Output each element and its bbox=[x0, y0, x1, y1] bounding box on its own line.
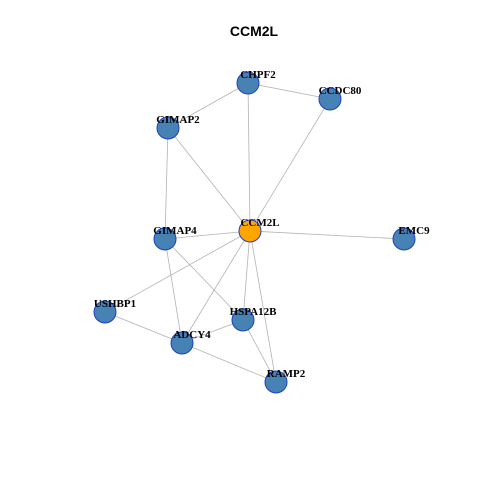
edge-gimap2-gimap4 bbox=[164, 127, 169, 240]
node-ushbp1[interactable] bbox=[93, 300, 117, 324]
diagram-title: CCM2L bbox=[230, 23, 279, 39]
node-label-ramp2: RAMP2 bbox=[267, 368, 306, 380]
edge-ccm2l-ramp2 bbox=[249, 230, 277, 383]
node-label-adcy4: ADCY4 bbox=[173, 329, 211, 341]
node-chpf2[interactable] bbox=[236, 71, 260, 95]
edge-gimap4-hspa12b bbox=[164, 238, 244, 321]
edge-ccdc80-ccm2l bbox=[249, 98, 331, 232]
node-adcy4[interactable] bbox=[170, 331, 194, 355]
edge-adcy4-ramp2 bbox=[181, 342, 277, 383]
node-label-chpf2: CHPF2 bbox=[240, 69, 276, 81]
nodes-layer bbox=[93, 71, 416, 394]
edge-chpf2-ccdc80 bbox=[247, 82, 331, 100]
edge-gimap4-adcy4 bbox=[164, 238, 183, 344]
node-hspa12b[interactable] bbox=[231, 308, 255, 332]
edge-ccm2l-emc9 bbox=[249, 230, 405, 240]
edge-ushbp1-adcy4 bbox=[104, 311, 183, 344]
node-label-ccm2l: CCM2L bbox=[240, 217, 279, 229]
edges-layer bbox=[104, 82, 405, 383]
node-label-hspa12b: HSPA12B bbox=[230, 306, 278, 318]
edge-gimap2-ccm2l bbox=[167, 127, 251, 232]
edge-ccm2l-adcy4 bbox=[181, 230, 251, 344]
node-label-gimap4: GIMAP4 bbox=[153, 225, 197, 237]
node-gimap4[interactable] bbox=[153, 227, 177, 251]
edge-ccm2l-ushbp1 bbox=[104, 230, 251, 313]
edge-hspa12b-ramp2 bbox=[242, 319, 277, 383]
node-label-ccdc80: CCDC80 bbox=[319, 85, 362, 97]
node-label-emc9: EMC9 bbox=[398, 225, 430, 237]
node-ramp2[interactable] bbox=[264, 370, 288, 394]
edge-chpf2-gimap2 bbox=[167, 82, 249, 129]
edge-ccm2l-hspa12b bbox=[242, 230, 251, 321]
node-ccm2l[interactable] bbox=[238, 219, 262, 243]
node-gimap2[interactable] bbox=[156, 116, 180, 140]
node-label-ushbp1: USHBP1 bbox=[94, 298, 136, 310]
edge-chpf2-ccm2l bbox=[247, 82, 251, 232]
node-label-gimap2: GIMAP2 bbox=[156, 114, 200, 126]
edge-gimap4-ccm2l bbox=[164, 230, 251, 240]
node-emc9[interactable] bbox=[392, 227, 416, 251]
node-ccdc80[interactable] bbox=[318, 87, 342, 111]
